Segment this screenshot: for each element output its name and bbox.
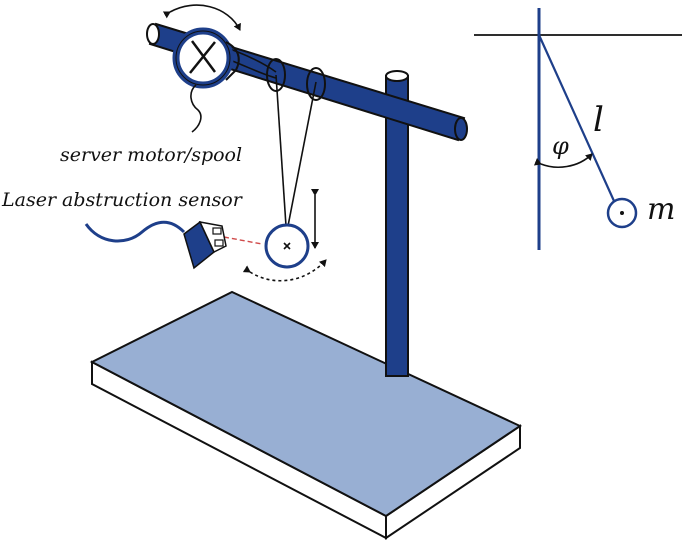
motor-rotation-arrow <box>162 4 241 31</box>
angle-label: φ <box>552 132 569 160</box>
mass-label: m <box>647 192 676 227</box>
sensor-cable <box>84 220 186 243</box>
pendulum-schematic <box>474 8 682 250</box>
angle-arc <box>533 153 593 168</box>
motor-spool-icon <box>172 27 240 89</box>
laser-sensor-label: Laser abstruction sensor <box>2 189 242 211</box>
laser-sensor-icon <box>84 220 227 270</box>
spool-rings <box>266 58 326 101</box>
pendulum-length-line <box>537 34 616 202</box>
base-board <box>89 290 523 540</box>
vertical-post <box>385 70 409 377</box>
laser-beam <box>223 236 263 245</box>
base-top-face <box>89 290 523 518</box>
motor-label: server motor/spool <box>60 144 243 166</box>
swing-motion-arrow <box>242 259 327 282</box>
length-label: l <box>593 100 604 140</box>
motor-label-leader <box>190 84 202 133</box>
pendulum-bob-icon <box>264 223 310 269</box>
